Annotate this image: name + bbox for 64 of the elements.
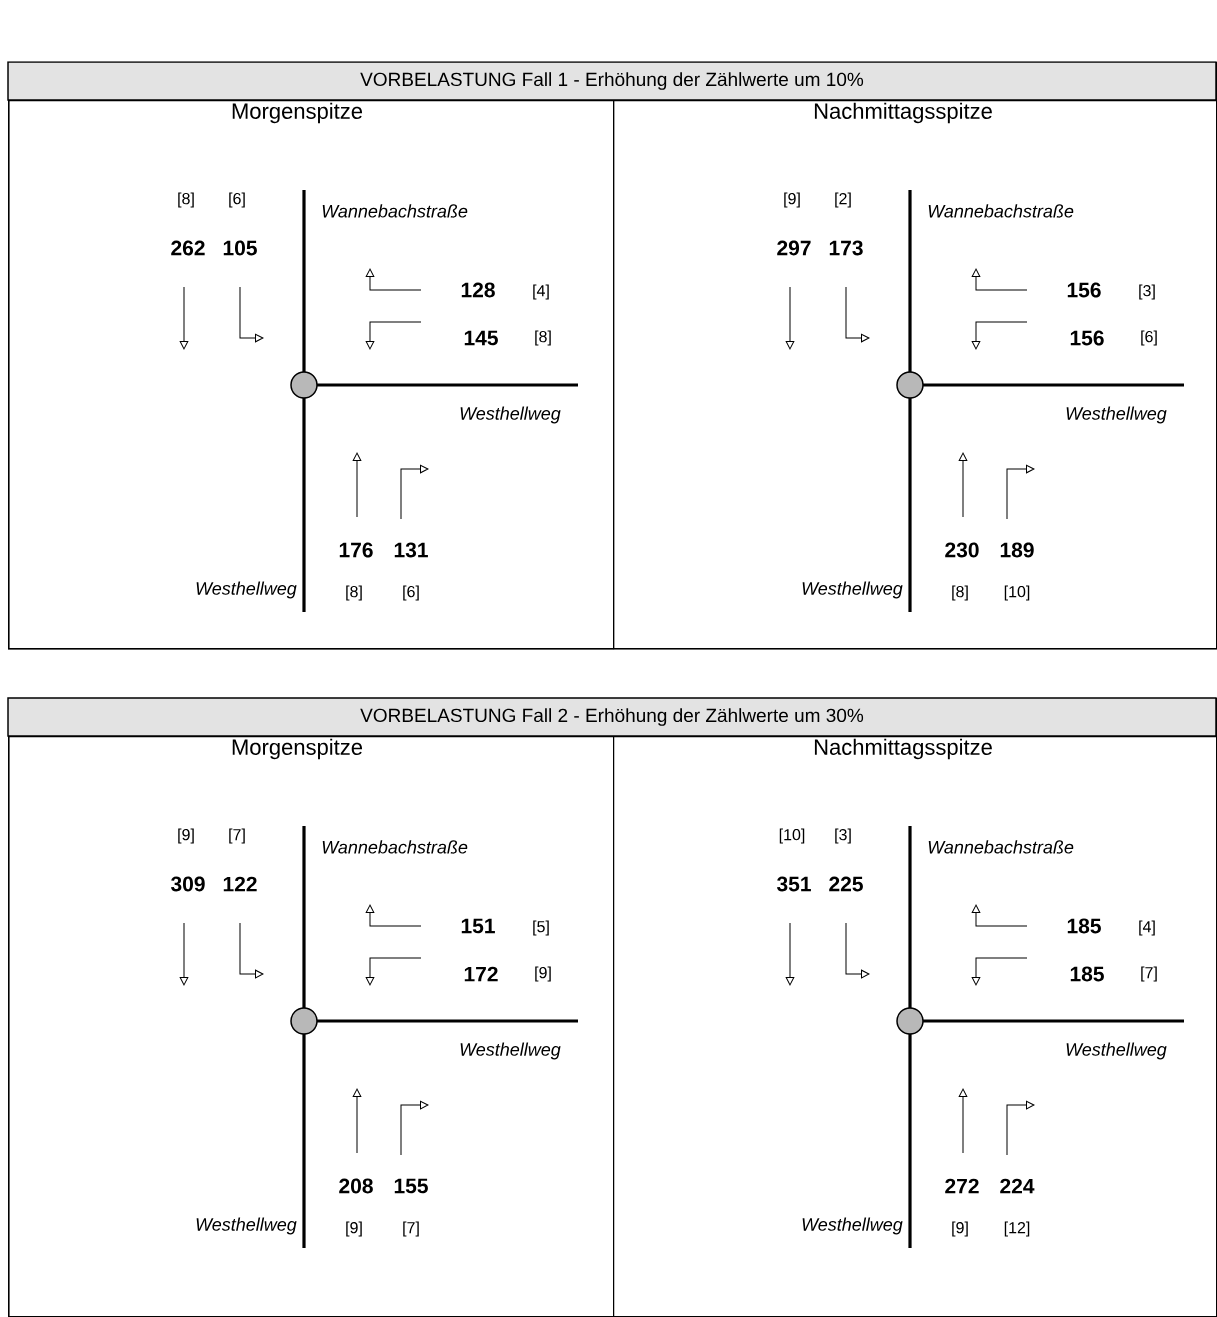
- heavy-vehicle-count: [9]: [535, 966, 551, 982]
- heavy-vehicle-count: [6]: [403, 585, 419, 601]
- street-name: Westhellweg: [1066, 1042, 1167, 1060]
- traffic-volume: 230: [945, 542, 979, 558]
- street-name: Wannebachstraße: [322, 204, 468, 218]
- heavy-vehicle-count: [6]: [229, 192, 245, 208]
- traffic-volume: 172: [464, 966, 498, 982]
- heavy-vehicle-count: [4]: [533, 284, 549, 300]
- traffic-volume: 128: [461, 282, 495, 298]
- traffic-volume: 176: [339, 542, 373, 558]
- heavy-vehicle-count: [7]: [403, 1221, 419, 1237]
- traffic-volume: 151: [461, 918, 495, 934]
- street-name: Westhellweg: [1066, 406, 1167, 424]
- street-name: Wannebachstraße: [928, 204, 1074, 218]
- traffic-volume: 145: [464, 330, 498, 346]
- heavy-vehicle-count: [2]: [835, 192, 851, 208]
- street-name: Westhellweg: [802, 581, 903, 599]
- traffic-volume: 155: [394, 1178, 428, 1194]
- heavy-vehicle-count: [6]: [1141, 330, 1157, 346]
- junction-circle: [290, 371, 318, 399]
- street-name: Westhellweg: [460, 406, 561, 424]
- heavy-vehicle-count: [9]: [178, 828, 194, 844]
- heavy-vehicle-count: [9]: [784, 192, 800, 208]
- heavy-vehicle-count: [9]: [346, 1221, 362, 1237]
- traffic-volume: 224: [1000, 1178, 1035, 1194]
- heavy-vehicle-count: [4]: [1139, 920, 1155, 936]
- traffic-volume: 185: [1070, 966, 1104, 982]
- traffic-volume: 122: [223, 876, 257, 892]
- junction-circle: [896, 1007, 924, 1035]
- traffic-volume: 351: [776, 876, 811, 892]
- traffic-volume: 189: [1000, 542, 1034, 558]
- junction-circle: [290, 1007, 318, 1035]
- street-name: Westhellweg: [196, 1217, 297, 1235]
- traffic-volume: 208: [339, 1178, 373, 1194]
- traffic-volume: 105: [223, 240, 257, 256]
- traffic-volume: 225: [829, 876, 863, 892]
- heavy-vehicle-count: [5]: [533, 920, 549, 936]
- traffic-volume: 185: [1067, 918, 1101, 934]
- heavy-vehicle-count: [8]: [346, 585, 362, 601]
- heavy-vehicle-count: [3]: [1139, 284, 1155, 300]
- traffic-volume: 272: [945, 1178, 979, 1194]
- traffic-volume: 173: [829, 240, 863, 256]
- heavy-vehicle-count: [9]: [952, 1221, 968, 1237]
- traffic-volume: 309: [170, 876, 205, 892]
- traffic-volume: 156: [1067, 282, 1101, 298]
- heavy-vehicle-count: [3]: [835, 828, 851, 844]
- heavy-vehicle-count: [7]: [229, 828, 245, 844]
- traffic-volume: 131: [394, 542, 428, 558]
- heavy-vehicle-count: [12]: [1004, 1221, 1030, 1237]
- street-name: Wannebachstraße: [928, 840, 1074, 854]
- heavy-vehicle-count: [8]: [952, 585, 968, 601]
- heavy-vehicle-count: [10]: [779, 828, 805, 844]
- heavy-vehicle-count: [8]: [178, 192, 194, 208]
- street-name: Westhellweg: [196, 581, 297, 599]
- street-name: Wannebachstraße: [322, 840, 468, 854]
- street-name: Westhellweg: [460, 1042, 561, 1060]
- traffic-volume: 156: [1070, 330, 1104, 346]
- heavy-vehicle-count: [8]: [535, 330, 551, 346]
- heavy-vehicle-count: [7]: [1141, 966, 1157, 982]
- junction-circle: [896, 371, 924, 399]
- street-name: Westhellweg: [802, 1217, 903, 1235]
- traffic-volume: 262: [171, 240, 205, 256]
- traffic-volume: 297: [777, 240, 811, 256]
- heavy-vehicle-count: [10]: [1004, 585, 1030, 601]
